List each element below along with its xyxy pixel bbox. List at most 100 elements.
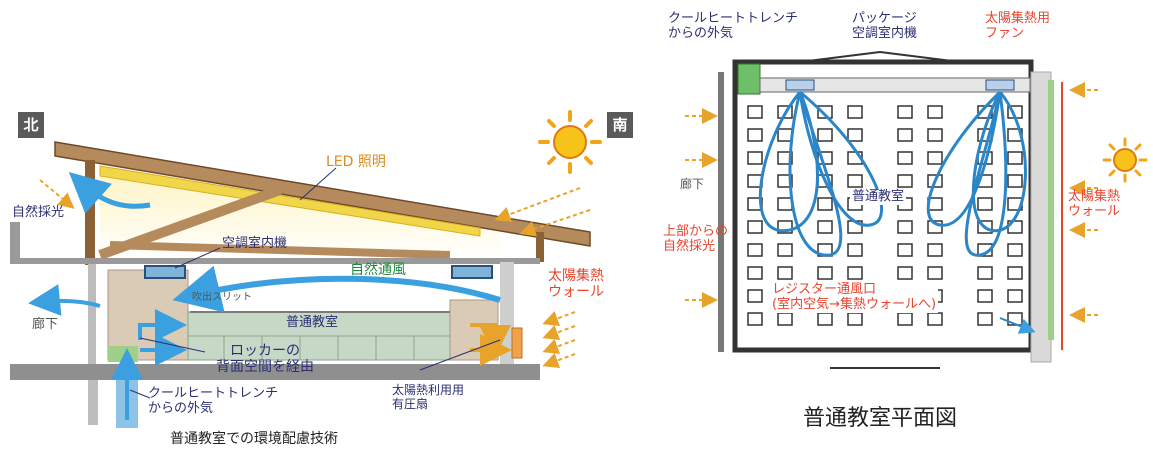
- trench-label: クールヒートトレンチ からの外気: [148, 386, 279, 416]
- solar-wall-rays: [542, 311, 576, 369]
- desk: [927, 220, 943, 234]
- plan-ac-right: [985, 79, 1015, 91]
- plan-solar-strip: [1048, 80, 1054, 340]
- plan-solar-wall-label: 太陽集熱 ウォール: [1068, 189, 1121, 219]
- desk: [897, 220, 913, 234]
- airflow-supply-1: [138, 309, 187, 341]
- truss-diagonal-2: [109, 241, 451, 259]
- desk: [817, 128, 833, 142]
- desk: [927, 128, 943, 142]
- airflow-corridor: [28, 284, 101, 316]
- leader-trench: [129, 389, 151, 399]
- desk: [817, 220, 833, 234]
- desk: [927, 105, 943, 119]
- desk: [977, 220, 993, 234]
- airflow-exhaust-top: [68, 171, 151, 214]
- desk: [1007, 243, 1023, 257]
- desk: [927, 243, 943, 257]
- desk: [847, 312, 863, 326]
- daylight-label: 自然採光: [12, 205, 65, 220]
- ac-unit-right: [451, 265, 493, 279]
- desk: [777, 220, 793, 234]
- desk: [977, 197, 993, 211]
- desk: [777, 266, 793, 280]
- ceiling-slab: [90, 258, 540, 264]
- desk: [1007, 174, 1023, 188]
- sun-icon: [538, 110, 602, 174]
- plan-solar-fan-label: 太陽集熱用 ファン: [985, 11, 1051, 41]
- desk: [897, 151, 913, 165]
- desk: [777, 128, 793, 142]
- solar-wall: [511, 327, 523, 359]
- plan-fixtures-top: [799, 51, 961, 369]
- sun-icon-right: [1102, 137, 1148, 183]
- desk: [927, 151, 943, 165]
- desk: [747, 105, 763, 119]
- plan-register-label: レジスター通風口 (室内空気→集熱ウォールへ): [770, 282, 939, 313]
- desk: [747, 151, 763, 165]
- desk: [847, 174, 863, 188]
- natural-vent-label: 自然通風: [350, 262, 406, 278]
- ac-unit-label: 空調室内機: [222, 236, 288, 251]
- plan-airflow-loops: [758, 90, 1027, 257]
- plan-duct-top: [759, 77, 1031, 93]
- light-glow: [100, 175, 500, 260]
- desk: [1007, 151, 1023, 165]
- right-caption: 普通教室平面図: [803, 406, 958, 431]
- desk: [977, 243, 993, 257]
- plan-classroom-label: 普通教室: [850, 189, 907, 205]
- plan-green-inlet: [737, 63, 761, 95]
- desk: [977, 266, 993, 280]
- desk: [747, 289, 763, 303]
- desk: [897, 128, 913, 142]
- desk: [847, 243, 863, 257]
- plan-cht-label: クールヒートトレンチ からの外気: [668, 11, 799, 41]
- airflow-natural: [172, 265, 501, 313]
- plan-corridor-wall: [718, 72, 724, 352]
- locker-label: ロッカーの 背面空間を経由: [216, 343, 314, 376]
- desk: [777, 174, 793, 188]
- leader-fan: [419, 339, 501, 371]
- desk: [747, 243, 763, 257]
- left-caption: 普通教室での環境配慮技術: [170, 431, 338, 447]
- desk: [897, 174, 913, 188]
- corridor-slab: [10, 258, 90, 264]
- corridor-label: 廊下: [32, 317, 59, 332]
- plan-left-arrows: [685, 108, 718, 308]
- sun-ray-1: [494, 187, 581, 222]
- desk: [777, 312, 793, 326]
- desk: [817, 197, 833, 211]
- desk: [927, 174, 943, 188]
- fan-label: 太陽熱利用用 有圧扇: [392, 383, 465, 411]
- led-label: LED 照明: [326, 154, 386, 170]
- sun-ray-2: [519, 209, 591, 237]
- desk: [897, 105, 913, 119]
- desk: [777, 151, 793, 165]
- desk: [897, 243, 913, 257]
- desk: [927, 266, 943, 280]
- plan-package-ac-label: パッケージ 空調室内機: [852, 11, 918, 41]
- desk: [977, 312, 993, 326]
- desk: [1007, 266, 1023, 280]
- solar-wall-label: 太陽集熱 ウォール: [548, 268, 604, 301]
- leader-ac: [174, 247, 221, 269]
- corridor-rail: [10, 222, 20, 258]
- desk: [1007, 289, 1023, 303]
- desk: [777, 243, 793, 257]
- desk: [817, 266, 833, 280]
- desk: [747, 220, 763, 234]
- desk: [847, 128, 863, 142]
- desk: [747, 312, 763, 326]
- desk: [817, 105, 833, 119]
- plan-ac-left: [785, 79, 815, 91]
- desk: [777, 197, 793, 211]
- desk: [897, 266, 913, 280]
- plan-corridor-label: 廊下: [680, 177, 705, 191]
- plan-top-daylight-label: 上部からの 自然採光: [663, 224, 729, 254]
- desk: [847, 105, 863, 119]
- north-badge: 北: [18, 112, 44, 138]
- roof: [54, 141, 591, 247]
- desk: [897, 312, 913, 326]
